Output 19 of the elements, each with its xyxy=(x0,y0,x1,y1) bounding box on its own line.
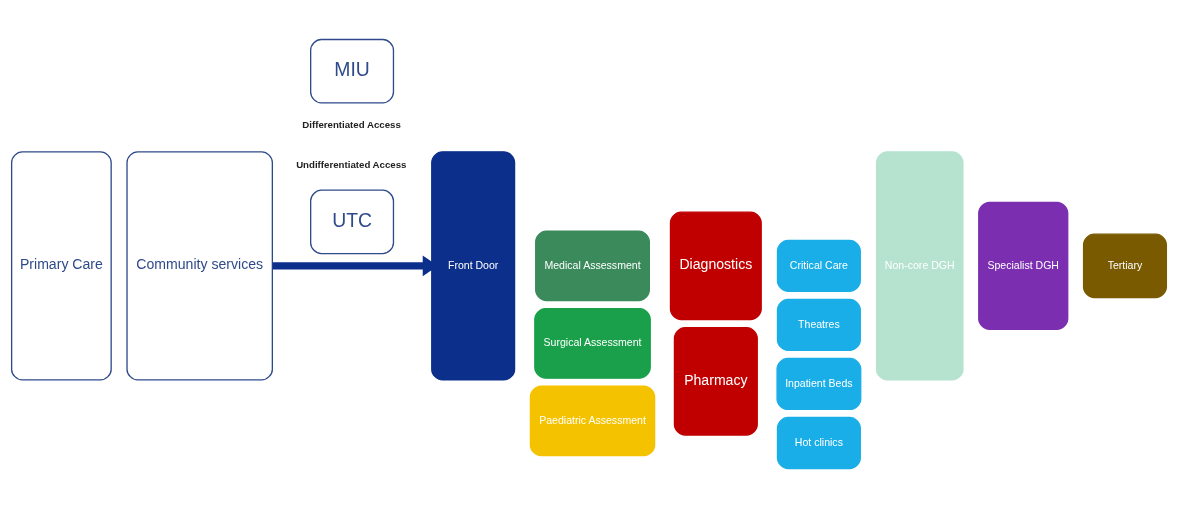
node-box: Critical Care xyxy=(776,239,861,293)
label: Differentiated Access xyxy=(302,119,401,131)
node-box: Community services xyxy=(126,151,273,381)
node-box: Medical Assessment xyxy=(535,230,650,302)
node-box: Specialist DGH xyxy=(978,201,1069,330)
node-box: MIU xyxy=(310,38,395,104)
node-box: Diagnostics xyxy=(669,211,762,321)
node-box: Inpatient Beds xyxy=(776,357,862,411)
node-box: Tertiary xyxy=(1082,233,1168,299)
node-box: UTC xyxy=(310,189,395,255)
node-box: Theatres xyxy=(776,298,861,352)
node-box: Non-core DGH xyxy=(875,151,964,381)
node-box: Primary Care xyxy=(10,151,112,381)
node-box: Pharmacy xyxy=(673,326,758,436)
node-box: Surgical Assessment xyxy=(534,307,651,379)
label: Undifferentiated Access xyxy=(296,158,407,170)
node-box: Front Door xyxy=(431,151,516,381)
node-box: Hot clinics xyxy=(776,416,861,470)
node-box: Paediatric Assessment xyxy=(529,385,656,457)
